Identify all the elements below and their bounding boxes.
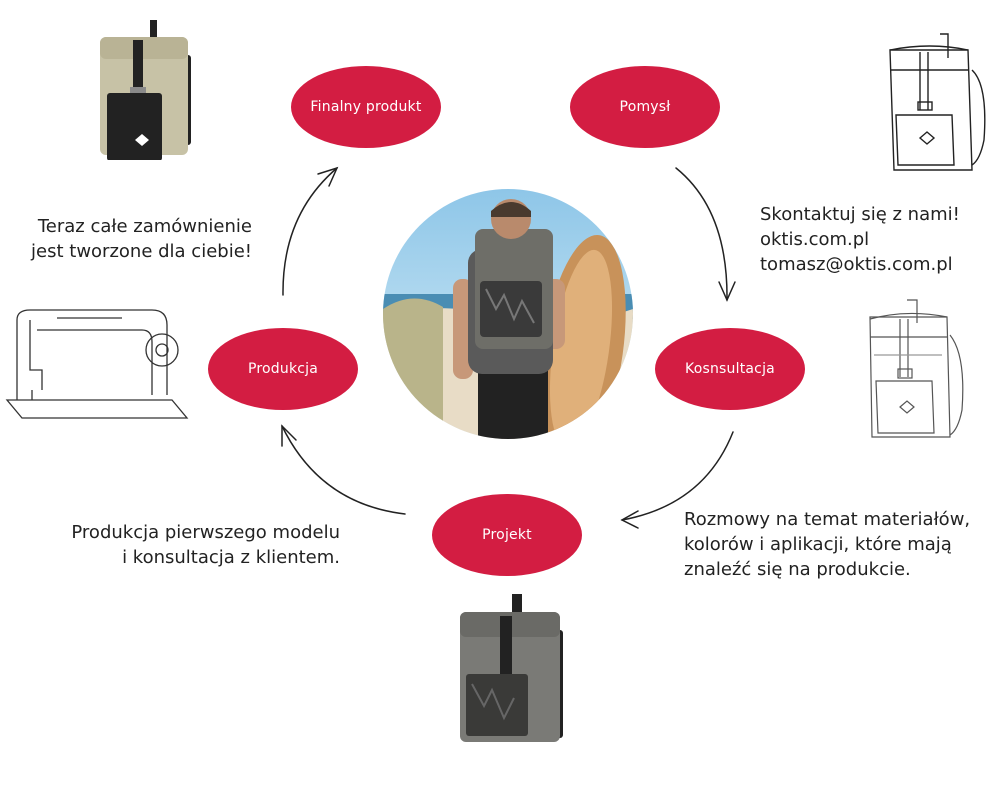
step-production[interactable]: Produkcja bbox=[208, 328, 358, 410]
order-note: Teraz całe zamównienie jest tworzone dla… bbox=[31, 216, 252, 262]
step-consultation[interactable]: Kosnsultacja bbox=[655, 328, 805, 410]
center-photo bbox=[383, 189, 633, 439]
step-consultation-label: Kosnsultacja bbox=[685, 361, 775, 377]
prototype-note: Produkcja pierwszego modelu i konsultacj… bbox=[71, 522, 340, 568]
step-final-product[interactable]: Finalny produkt bbox=[291, 66, 441, 148]
step-idea[interactable]: Pomysł bbox=[570, 66, 720, 148]
person-with-surfboard-photo bbox=[383, 189, 633, 439]
backpack-pencil-sketch-icon bbox=[869, 299, 964, 438]
beige-backpack-photo bbox=[100, 20, 191, 160]
talks-note: Rozmowy na temat materiałów, kolorów i a… bbox=[684, 509, 971, 580]
arrow-consult-to-project bbox=[621, 431, 734, 521]
arrow-idea-to-consult-head bbox=[718, 281, 736, 302]
step-idea-label: Pomysł bbox=[619, 99, 671, 115]
step-production-label: Produkcja bbox=[247, 361, 319, 377]
step-project[interactable]: Projekt bbox=[432, 494, 582, 576]
backpack-sketch-icon bbox=[889, 33, 986, 171]
arrow-idea-to-consult bbox=[675, 167, 728, 301]
arrow-project-to-production-head bbox=[281, 424, 297, 447]
step-project-label: Projekt bbox=[482, 527, 532, 543]
arrow-production-to-final bbox=[282, 167, 338, 296]
sewing-machine-sketch-icon bbox=[5, 309, 189, 419]
arrow-project-to-production bbox=[281, 425, 406, 515]
gray-backpack-render bbox=[460, 594, 563, 742]
contact-note: Skontaktuj się z nami! oktis.com.pl toma… bbox=[760, 204, 960, 275]
arrow-production-to-final-head bbox=[317, 166, 339, 187]
step-final-product-label: Finalny produkt bbox=[310, 99, 422, 115]
arrow-consult-to-project-head bbox=[620, 510, 639, 529]
